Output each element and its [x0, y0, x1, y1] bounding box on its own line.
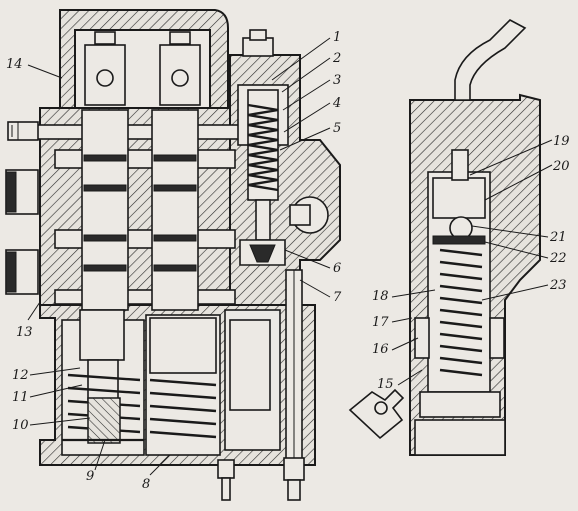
spool-right	[151, 109, 199, 311]
label-4: 4	[332, 96, 341, 111]
label-9: 9	[86, 469, 94, 484]
label-1: 1	[333, 30, 341, 45]
spool-left	[81, 109, 129, 311]
top-ports	[84, 31, 201, 106]
label-8: 8	[142, 477, 150, 492]
leader-lines	[27, 37, 553, 476]
label-11: 11	[12, 390, 29, 405]
drain-tap	[348, 388, 405, 440]
label-21: 21	[549, 230, 567, 245]
label-18: 18	[372, 289, 389, 304]
label-23: 23	[549, 278, 567, 293]
label-6: 6	[333, 261, 341, 276]
label-20: 20	[552, 159, 570, 174]
detail-valve-internals	[414, 149, 506, 456]
left-fittings	[5, 121, 39, 295]
bottom-studs	[217, 459, 235, 501]
lower-left-chamber	[61, 309, 145, 456]
label-16: 16	[372, 342, 389, 357]
label-13: 13	[16, 325, 33, 340]
label-7: 7	[333, 290, 342, 305]
label-15: 15	[377, 377, 394, 392]
pilot-valve	[237, 29, 329, 266]
label-3: 3	[333, 73, 341, 88]
label-19: 19	[553, 134, 570, 149]
label-14: 14	[6, 57, 23, 72]
label-2: 2	[332, 51, 341, 66]
lower-middle-chamber	[145, 314, 221, 456]
lower-right-chamber	[224, 309, 281, 451]
label-12: 12	[12, 368, 29, 383]
callout-labels: 1 2 3 4 5 6 7 8 9 10 11 12 13 14 15 16 1…	[6, 30, 570, 492]
label-10: 10	[12, 418, 29, 433]
adjusting-rod	[283, 269, 305, 501]
label-17: 17	[372, 315, 389, 330]
label-22: 22	[549, 251, 567, 266]
label-5: 5	[333, 121, 341, 136]
